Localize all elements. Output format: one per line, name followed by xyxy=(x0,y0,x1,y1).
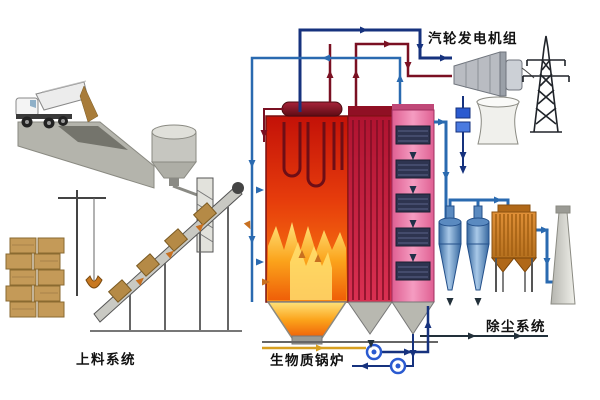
receiving-pit-ramp xyxy=(17,121,155,189)
condensate-pumps xyxy=(455,107,471,133)
heat-exchanger-banks xyxy=(395,125,431,281)
bale-crane xyxy=(58,190,106,296)
label-dust-removal-system: 除尘系统 xyxy=(486,319,546,334)
inclined-conveyor xyxy=(90,182,244,332)
boiler-furnace xyxy=(265,101,349,345)
straw-bale-stack xyxy=(5,237,65,318)
boiler-convection-pass xyxy=(391,104,435,303)
feedwater-pumps xyxy=(365,343,407,375)
label-feeding-system: 上料系统 xyxy=(76,352,136,367)
power-line xyxy=(521,67,535,79)
baghouse-filter xyxy=(490,204,538,292)
steam-drum xyxy=(281,101,343,117)
furnace-bottom-hopper xyxy=(266,301,348,339)
cyclone-separators xyxy=(438,205,490,291)
generator xyxy=(505,59,523,91)
reheat-steam-pipe xyxy=(354,42,452,106)
label-turbine-generator-system: 汽轮发电机组 xyxy=(428,31,518,46)
label-biomass-boiler: 生物质锅炉 xyxy=(270,353,345,368)
cyclone-2 xyxy=(466,205,490,291)
cooling-tower xyxy=(476,96,520,145)
chimney-duct xyxy=(536,228,554,284)
boiler-ash-hoppers xyxy=(347,301,435,335)
transmission-tower xyxy=(522,35,570,133)
steam-turbine xyxy=(453,51,535,97)
dumped-material xyxy=(79,85,99,123)
receiving-hopper xyxy=(151,124,201,198)
furnace-tube-loops xyxy=(282,122,344,188)
grabber-claw xyxy=(85,275,103,289)
cyclone-1 xyxy=(438,205,462,291)
chimney xyxy=(550,205,576,305)
boiler-second-pass xyxy=(347,106,393,303)
bales-on-belt xyxy=(107,202,218,303)
dump-truck xyxy=(15,80,99,129)
